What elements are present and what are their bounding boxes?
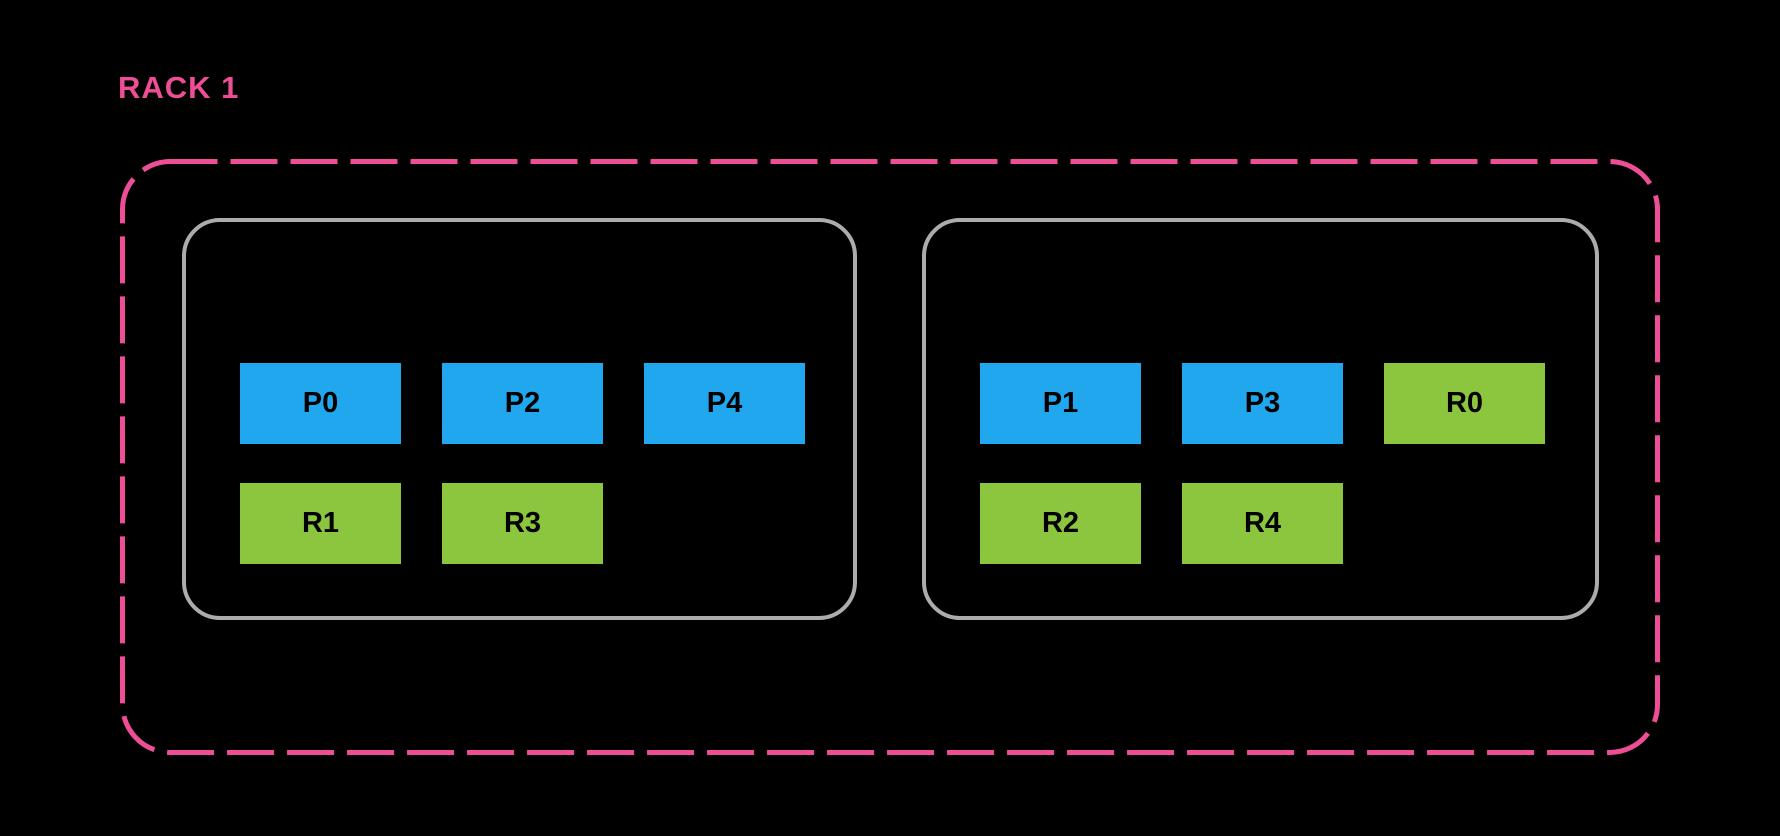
block-p0: P0 bbox=[240, 363, 401, 444]
node-box-left: P0 P2 P4 R1 R3 bbox=[182, 218, 857, 620]
replica-row: R2 R4 bbox=[980, 483, 1343, 564]
block-p2: P2 bbox=[442, 363, 603, 444]
replica-row: R1 R3 bbox=[240, 483, 603, 564]
primary-row: P1 P3 R0 bbox=[980, 363, 1545, 444]
block-p3: P3 bbox=[1182, 363, 1343, 444]
block-r1: R1 bbox=[240, 483, 401, 564]
block-r4: R4 bbox=[1182, 483, 1343, 564]
primary-row: P0 P2 P4 bbox=[240, 363, 805, 444]
block-r0: R0 bbox=[1384, 363, 1545, 444]
block-p1: P1 bbox=[980, 363, 1141, 444]
rack-title: RACK 1 bbox=[118, 70, 240, 105]
block-r3: R3 bbox=[442, 483, 603, 564]
block-r2: R2 bbox=[980, 483, 1141, 564]
node-box-right: P1 P3 R0 R2 R4 bbox=[922, 218, 1599, 620]
block-p4: P4 bbox=[644, 363, 805, 444]
